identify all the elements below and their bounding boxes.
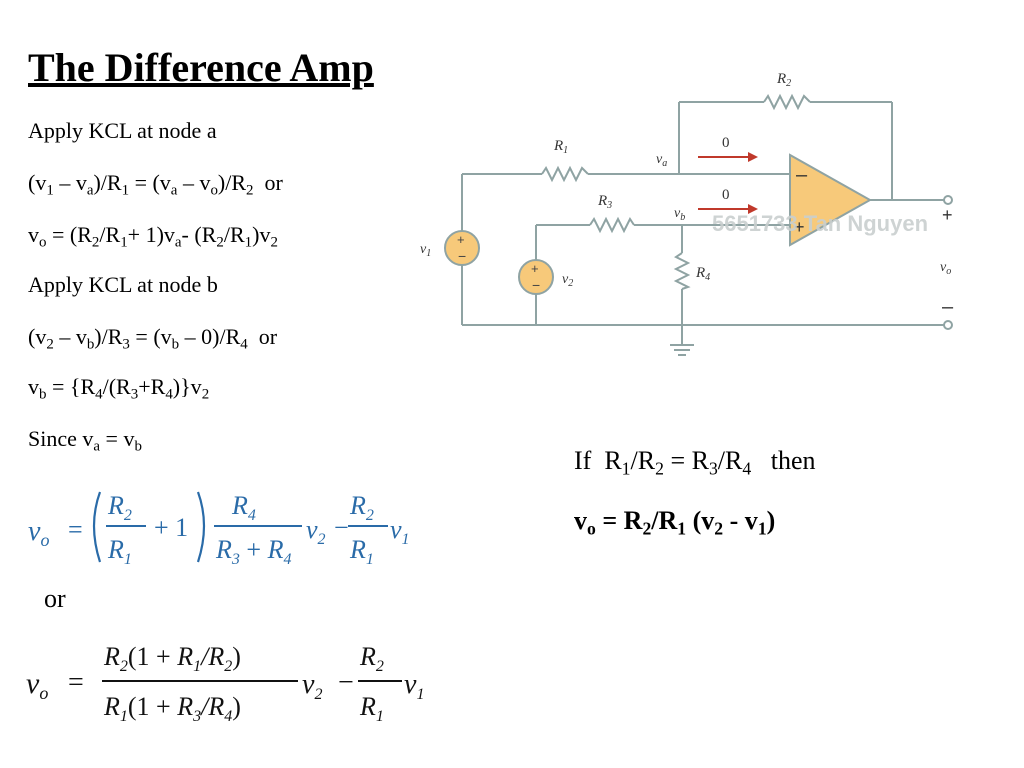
label-r1: R1 (553, 138, 568, 156)
svg-text:R1: R1 (107, 535, 132, 568)
formula-image-simplified: vo = R2(1 + R1/R2) R1(1 + R3/R4) v2 − R2… (26, 642, 424, 725)
condition-statement: If R1/R2 = R3/R4 then (574, 446, 816, 479)
difference-amp-circuit: – + + − + − + – 0 0 5651733 Tan Nguyen R… (420, 71, 954, 356)
label-r4: R4 (695, 265, 710, 283)
output-minus-label: – (942, 296, 954, 318)
svg-text:R2(1 + R1/R2): R2(1 + R1/R2) (103, 642, 241, 675)
since-statement: Since va = vb (28, 426, 142, 455)
svg-text:R2: R2 (107, 491, 132, 524)
svg-text:R1: R1 (349, 535, 374, 568)
svg-text:R2: R2 (359, 642, 384, 675)
kcl-node-b-text: Apply KCL at node b (28, 272, 218, 297)
svg-text:−: − (532, 277, 540, 293)
label-va: va (656, 152, 667, 169)
svg-text:R3 + R4: R3 + R4 (215, 535, 291, 570)
output-terminal-top (943, 195, 953, 205)
zero-label-b: 0 (722, 187, 730, 203)
watermark-text: 5651733 Tan Nguyen (712, 211, 928, 236)
svg-text:R4: R4 (231, 491, 256, 524)
result-equation: vo = R2/R1 (v2 - v1) (574, 506, 776, 539)
source-v1: + − (444, 230, 480, 266)
arrow-zero-current-a (698, 152, 758, 162)
resistor-r3 (589, 216, 635, 234)
zero-label-a: 0 (722, 135, 730, 151)
label-r3: R3 (597, 193, 612, 211)
opamp-symbol (789, 153, 873, 247)
label-vo: vo (940, 260, 951, 277)
svg-text:+: + (457, 232, 465, 247)
opamp-minus-label: – (796, 164, 808, 186)
svg-text:=: = (68, 515, 83, 544)
arrow-zero-current-b (698, 204, 758, 214)
equation-vb-expression: vb = {R4/(R3+R4)}v2 (28, 374, 210, 403)
label-v2: v2 (562, 272, 573, 289)
svg-text:v2: v2 (302, 669, 322, 703)
opamp-plus-label: + (794, 217, 805, 237)
label-vb: vb (674, 206, 685, 223)
svg-text:+ 1: + 1 (154, 513, 188, 542)
label-v1: v1 (420, 242, 431, 259)
equation-vo-expression: vo = (R2/R1+ 1)va- (R2/R1)v2 (28, 222, 278, 251)
resistor-r1 (541, 165, 589, 183)
svg-text:vo: vo (28, 516, 49, 550)
svg-text:−: − (338, 667, 354, 698)
equation-node-b: (v2 – vb)/R3 = (vb – 0)/R4 or (28, 324, 278, 353)
formula-image-general: vo = R2 R1 + 1 R4 R3 + R4 v2 − R2 R1 v1 (28, 491, 410, 570)
svg-text:R1: R1 (359, 692, 384, 725)
resistor-r4 (673, 252, 691, 290)
svg-text:R1(1 + R3/R4): R1(1 + R3/R4) (103, 692, 241, 725)
output-terminal-bottom (943, 320, 953, 330)
source-v2: + − (518, 259, 554, 295)
page-title: The Difference Amp (28, 45, 374, 90)
equation-node-a: (v1 – va)/R1 = (va – vo)/R2 or (28, 170, 283, 199)
circuit-wires (461, 101, 944, 345)
output-plus-label: + (942, 205, 953, 225)
kcl-node-a-text: Apply KCL at node a (28, 118, 217, 143)
ground-icon (670, 344, 694, 356)
svg-text:v2: v2 (306, 515, 326, 548)
svg-text:−: − (334, 513, 349, 542)
svg-text:R2: R2 (349, 491, 374, 524)
svg-text:−: − (458, 248, 466, 264)
svg-text:v1: v1 (404, 669, 424, 703)
or-text: or (44, 584, 66, 613)
svg-text:vo: vo (26, 667, 48, 703)
label-r2: R2 (776, 71, 791, 89)
svg-text:v1: v1 (390, 515, 410, 548)
resistor-r2 (763, 93, 811, 111)
svg-text:=: = (68, 667, 84, 698)
svg-text:+: + (531, 261, 539, 276)
